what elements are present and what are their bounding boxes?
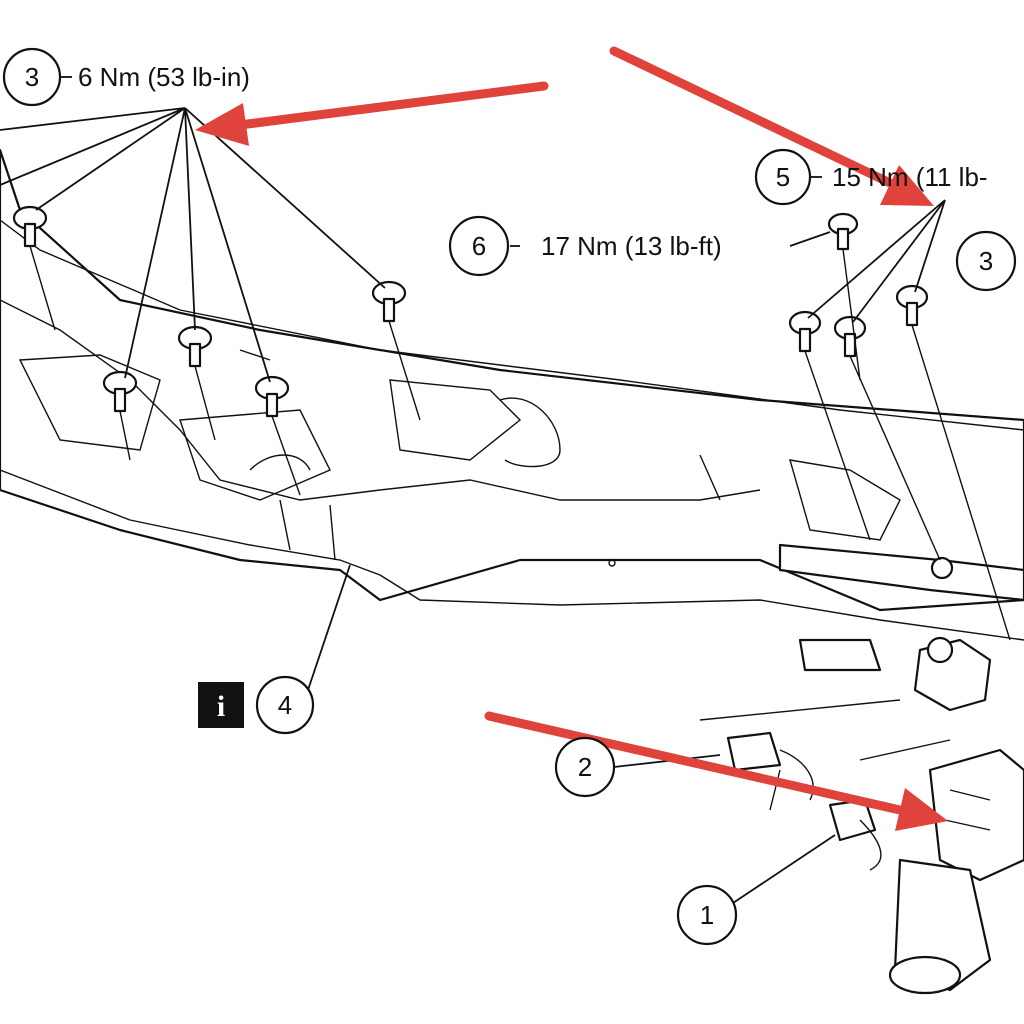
motor-connector [828, 798, 882, 871]
callout-number: 5 [776, 162, 790, 192]
torque-spec: 15 Nm (11 lb- [832, 162, 988, 192]
bolt-icon [833, 315, 867, 358]
arrow-to-left-bolts [195, 81, 549, 146]
info-badge-label: i [217, 690, 225, 723]
bolt-cluster-left [12, 205, 407, 418]
callout-6: 6 17 Nm (13 lb-ft) [448, 215, 722, 277]
bolt-cluster-right [788, 212, 929, 358]
arrow-to-motor [484, 711, 948, 831]
info-icon [198, 682, 244, 728]
torque-spec: 6 Nm (53 lb-in) [78, 62, 250, 92]
bolt-icon [827, 212, 859, 251]
callout-number: 3 [25, 62, 39, 92]
callout-number: 2 [578, 752, 592, 782]
torque-spec: 17 Nm (13 lb-ft) [541, 231, 722, 261]
callout-4: i 4 [198, 675, 315, 735]
callout-3-right: 3 [955, 230, 1017, 292]
bolt-icon [254, 375, 290, 418]
guide-lines [29, 245, 1011, 641]
wiper-motor [888, 748, 1024, 995]
callout-5: 5 15 Nm (11 lb- [754, 148, 988, 206]
callout-number: 3 [979, 246, 993, 276]
wiper-linkage [699, 543, 1024, 761]
callout-number: 1 [700, 900, 714, 930]
bolt-icon [12, 205, 48, 248]
bolt-icon [788, 310, 822, 353]
red-arrows [195, 46, 948, 831]
callout-1: 1 [676, 884, 738, 946]
cowl-panel [0, 148, 1024, 641]
callout-2: 2 [554, 736, 616, 798]
callout-number: 4 [278, 690, 292, 720]
callout-3-top: 3 6 Nm (53 lb-in) [2, 47, 250, 107]
bolt-icon [895, 284, 929, 327]
callout-number: 6 [472, 231, 486, 261]
harness-connector [726, 731, 814, 811]
bolt-icon [371, 280, 407, 323]
arrow-to-right-bolts [609, 46, 934, 206]
